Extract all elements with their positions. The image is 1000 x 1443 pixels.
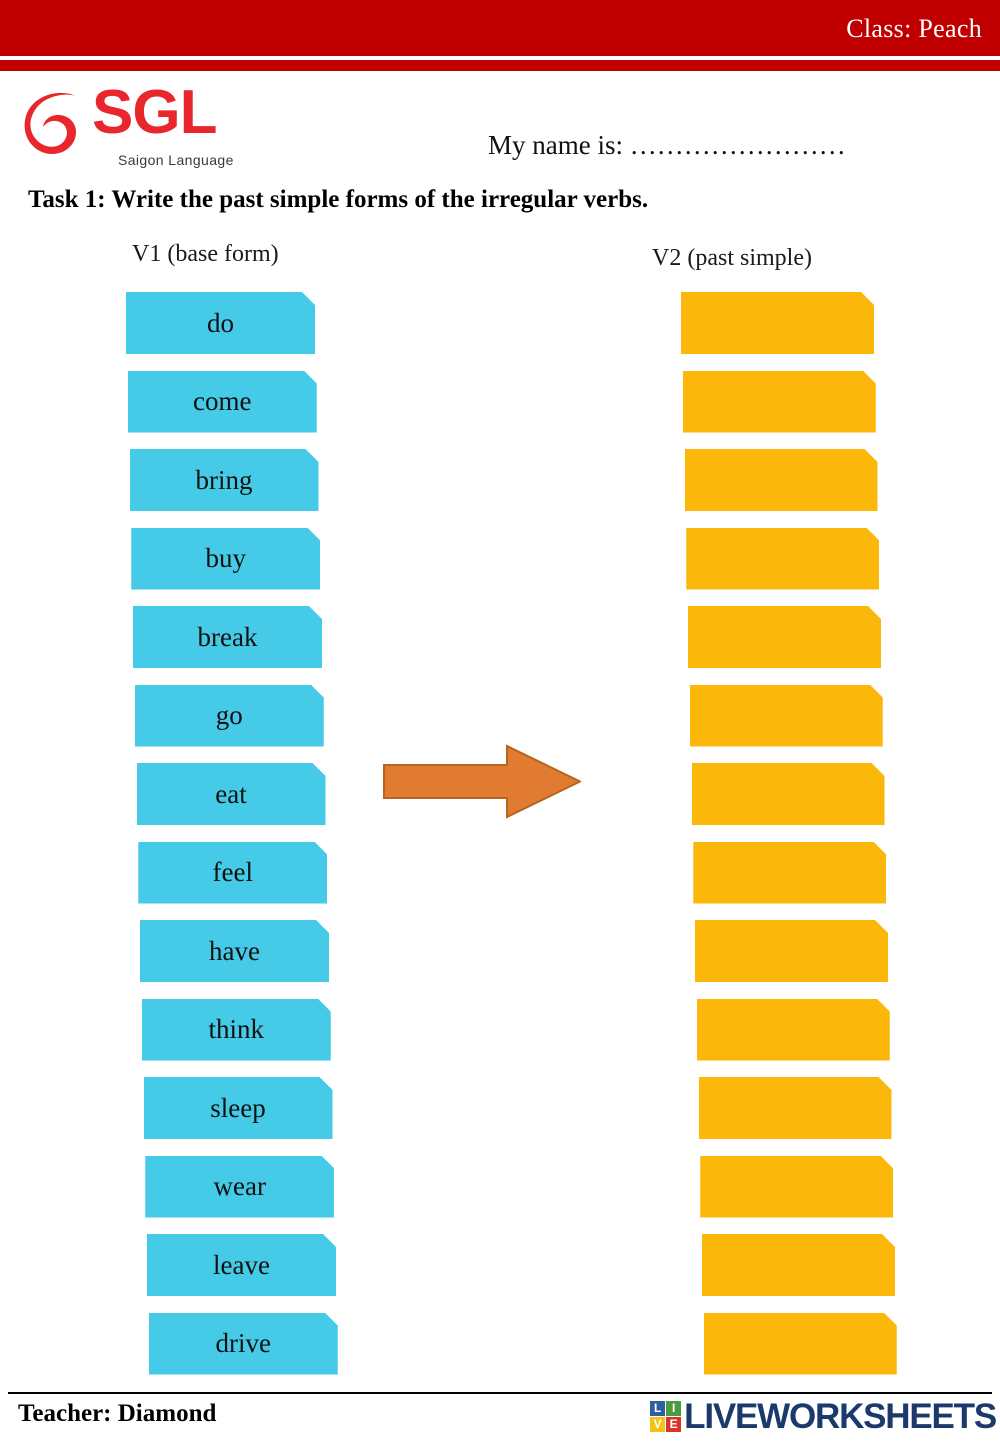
v2-answer-blank[interactable] (700, 1156, 893, 1218)
liveworksheets-logo: L I V E LIVEWORKSHEETS (650, 1396, 997, 1436)
column-heading-v2: V2 (past simple) (652, 245, 812, 271)
v1-verb-label: have (209, 935, 260, 966)
v1-verb-label: think (208, 1014, 264, 1044)
v1-verb-label: break (197, 621, 258, 652)
v2-answer-blank[interactable] (704, 1313, 897, 1375)
header-bar-primary (0, 0, 1000, 56)
sgl-swirl-icon (24, 92, 76, 154)
class-label: Class: Peach (846, 14, 982, 43)
v1-verb-card: come (128, 371, 317, 433)
v1-verb-card: have (140, 920, 329, 982)
v1-verb-card: wear (145, 1156, 334, 1218)
v1-verb-card: sleep (144, 1077, 333, 1139)
logo-tagline: Saigon Language (118, 152, 234, 168)
v1-verb-label: buy (205, 543, 246, 573)
footer-divider (8, 1392, 992, 1394)
v1-verb-card: drive (149, 1313, 338, 1375)
lw-cell-l: L (650, 1400, 666, 1416)
v2-answer-blank[interactable] (695, 920, 888, 982)
v1-verb-card: break (133, 606, 322, 668)
v2-answer-blank[interactable] (686, 528, 879, 590)
v1-verb-label: come (193, 386, 252, 416)
v1-verb-label: wear (213, 1171, 266, 1201)
v1-verb-label: leave (213, 1249, 270, 1280)
v2-answer-blank[interactable] (693, 842, 886, 904)
column-heading-v1: V1 (base form) (132, 241, 279, 267)
v2-answer-blank[interactable] (697, 999, 890, 1061)
teacher-label: Teacher: Diamond (18, 1400, 217, 1427)
right-arrow-icon (383, 744, 581, 819)
v2-answer-blank[interactable] (681, 292, 874, 354)
v2-answer-blank[interactable] (699, 1077, 892, 1139)
logo-wordmark: SGL (92, 78, 217, 147)
v2-answer-blank[interactable] (685, 449, 878, 511)
v1-verb-card: think (142, 999, 331, 1061)
lw-cell-e: E (666, 1416, 682, 1432)
v1-verb-label: go (215, 700, 243, 730)
v1-verb-card: buy (131, 528, 320, 590)
v1-verb-label: eat (215, 778, 247, 809)
page-title: Task 1: Write the past simple forms of t… (28, 186, 649, 213)
v1-verb-label: sleep (210, 1092, 266, 1123)
school-logo: SGL Saigon Language (14, 82, 254, 174)
v1-verb-card: leave (147, 1234, 336, 1296)
v2-answer-blank[interactable] (692, 763, 885, 825)
v2-answer-blank[interactable] (683, 371, 876, 433)
v1-verb-card: go (135, 685, 324, 747)
v1-verb-card: do (126, 292, 315, 354)
v1-verb-label: feel (212, 857, 253, 887)
v1-verb-label: drive (215, 1328, 271, 1358)
v1-verb-card: eat (137, 763, 326, 825)
liveworksheets-wordmark: LIVEWORKSHEETS (684, 1396, 997, 1436)
lw-cell-v: V (650, 1416, 666, 1432)
liveworksheets-mark: L I V E (650, 1400, 682, 1432)
v1-verb-card: feel (138, 842, 327, 904)
v2-answer-blank[interactable] (690, 685, 883, 747)
lw-cell-i: I (666, 1400, 682, 1416)
v1-verb-label: do (207, 307, 234, 338)
v2-answer-blank[interactable] (688, 606, 881, 668)
student-name-field[interactable]: My name is: …………………… (488, 130, 846, 160)
header-bar-accent (0, 60, 1000, 71)
v1-verb-label: bring (195, 464, 253, 495)
v2-answer-blank[interactable] (702, 1234, 895, 1296)
v1-verb-card: bring (130, 449, 319, 511)
